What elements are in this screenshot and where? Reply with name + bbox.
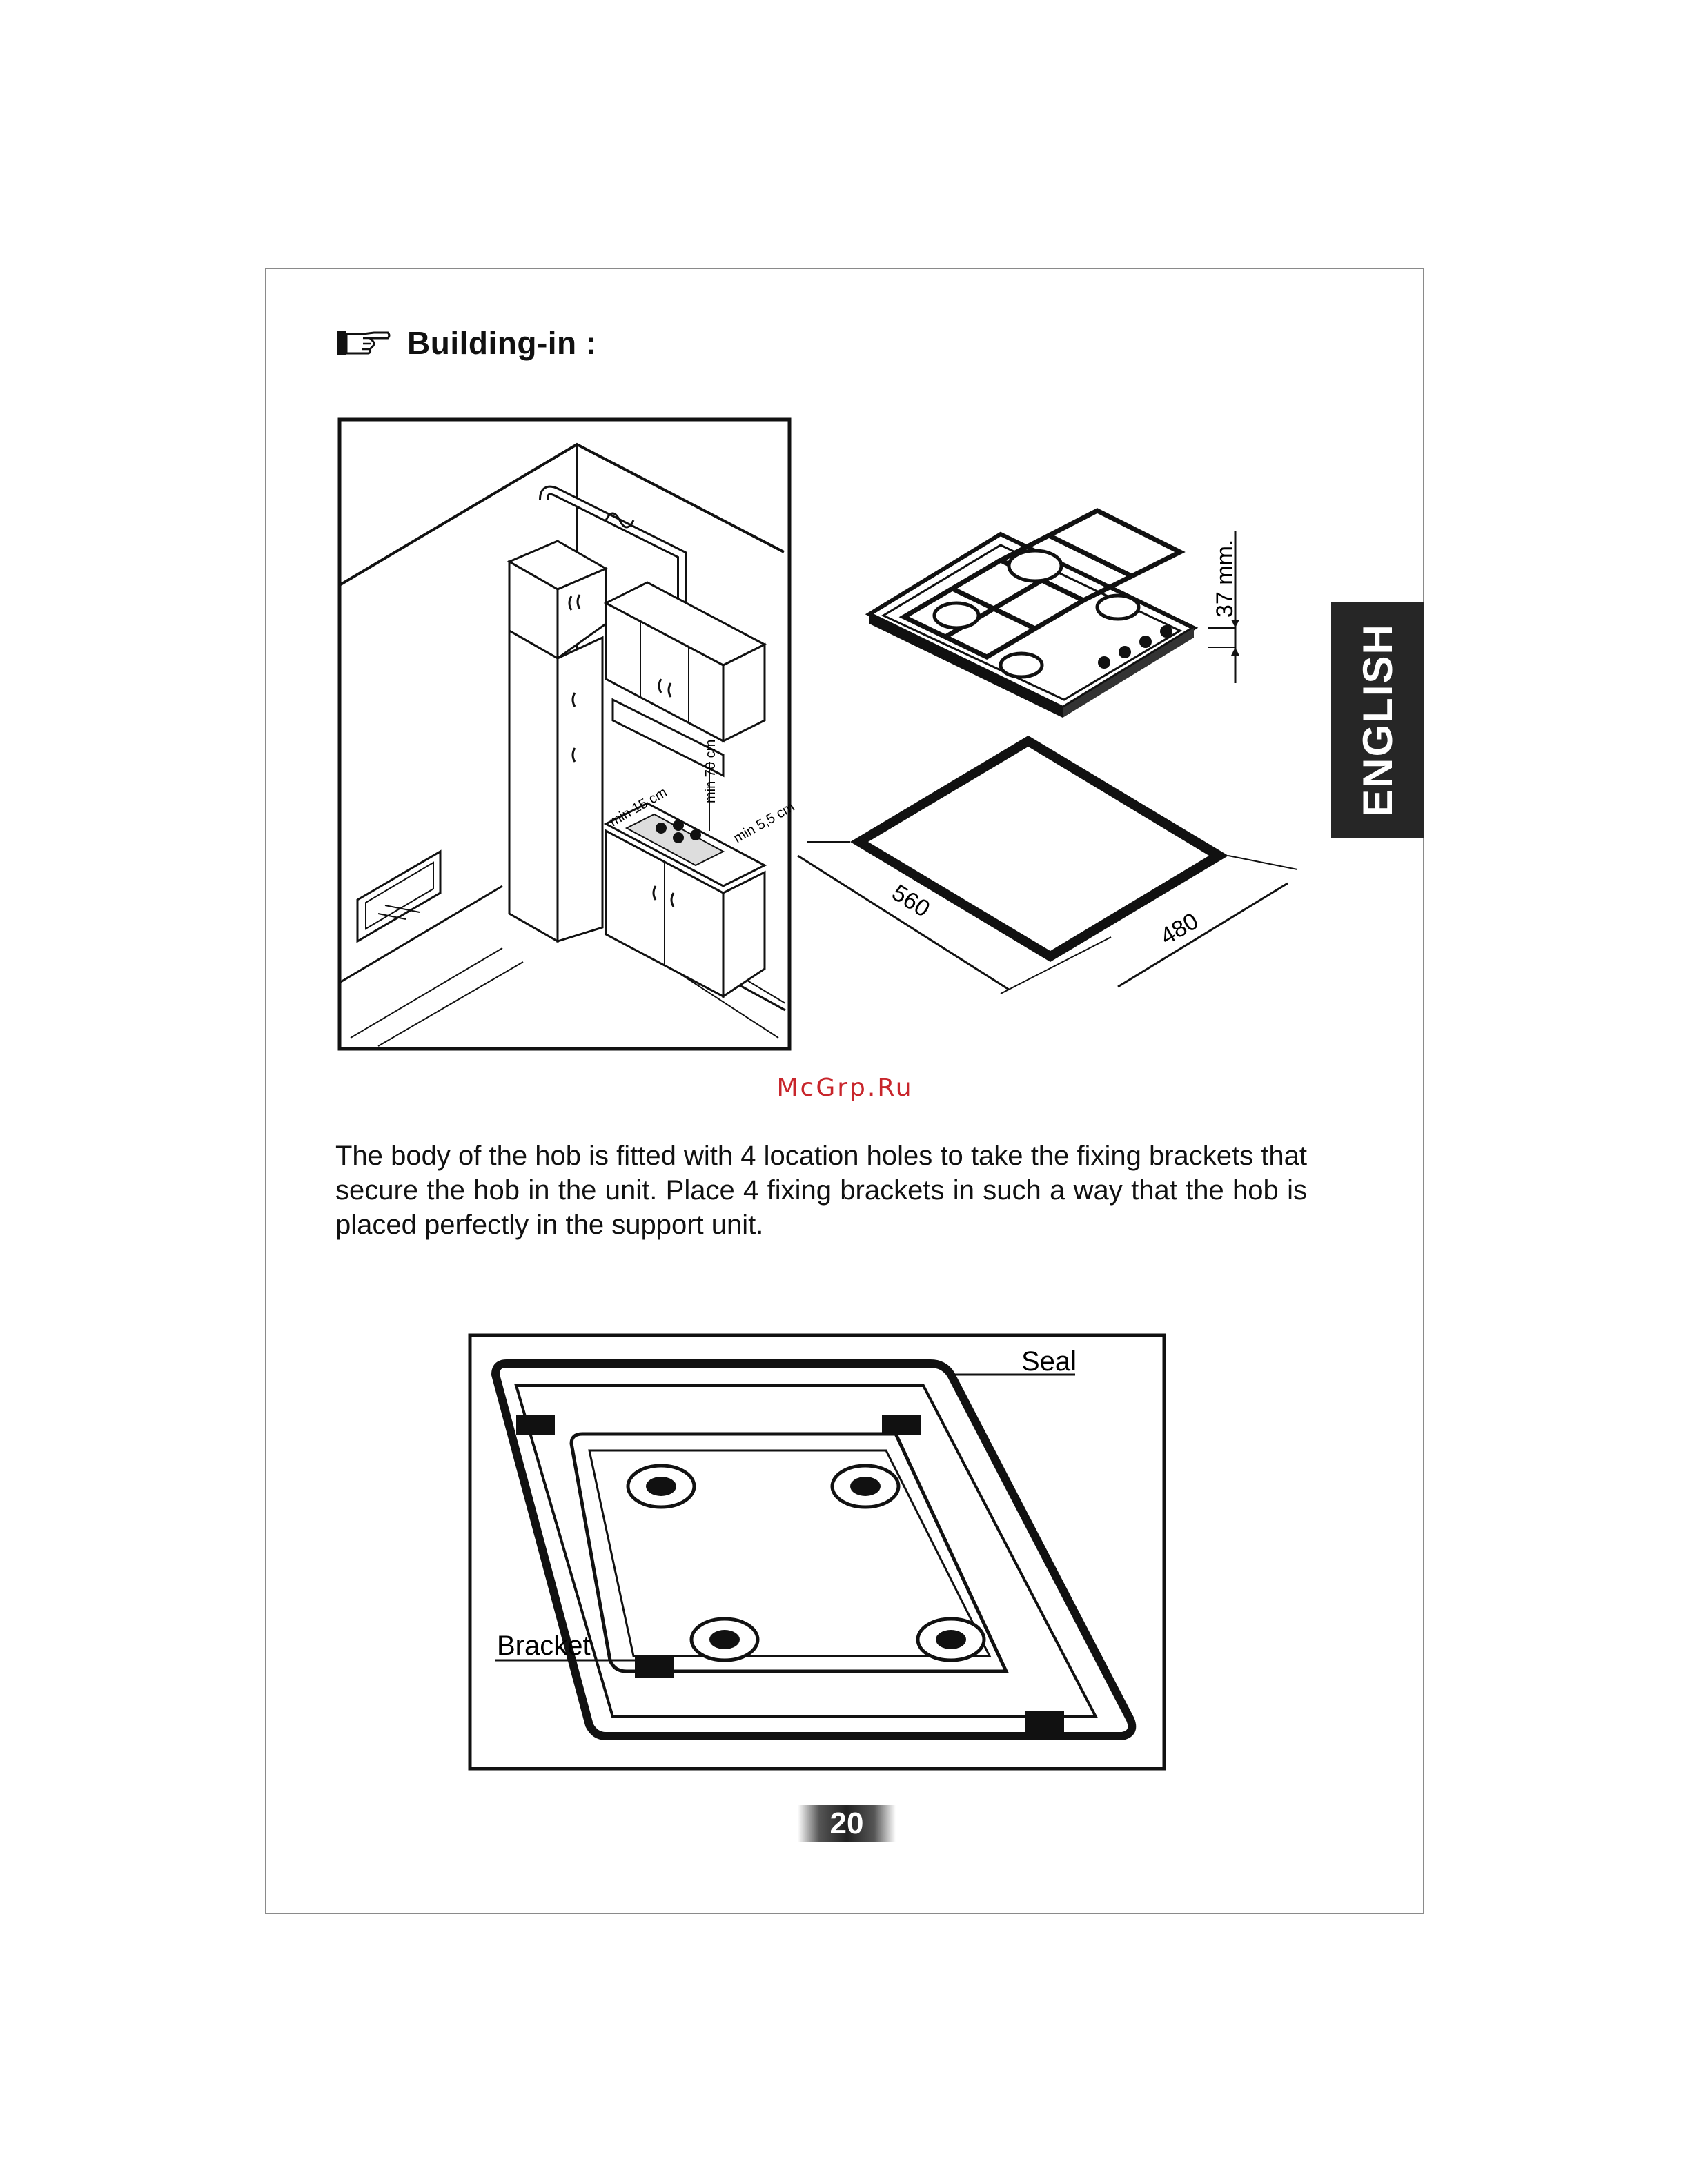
seal-label: Seal <box>1021 1346 1077 1377</box>
language-tab-label: ENGLISH <box>1354 623 1402 817</box>
page-number-badge: 20 <box>798 1805 896 1842</box>
kitchen-installation-figure: min 70 cm min 15 cm min 5,5 cm <box>337 417 792 1052</box>
hob-underside-figure: Seal Bracket <box>468 1333 1166 1771</box>
watermark: McGrp.Ru <box>0 1074 1690 1102</box>
section-title: Building-in : <box>407 324 597 362</box>
hob-dimensions-figure: 37 mm. 560 480 <box>794 511 1304 1001</box>
hob-height-label: 37 mm. <box>1212 540 1238 618</box>
body-paragraph: The body of the hob is fitted with 4 loc… <box>335 1139 1307 1242</box>
pointing-hand-icon <box>335 326 391 360</box>
page-number: 20 <box>830 1807 864 1841</box>
hood-clearance-label: min 70 cm <box>703 740 718 803</box>
bracket-label: Bracket <box>497 1631 591 1661</box>
cutout-depth-label: 480 <box>1156 908 1203 950</box>
language-tab: ENGLISH <box>1331 602 1424 838</box>
section-heading: Building-in : <box>335 319 597 367</box>
